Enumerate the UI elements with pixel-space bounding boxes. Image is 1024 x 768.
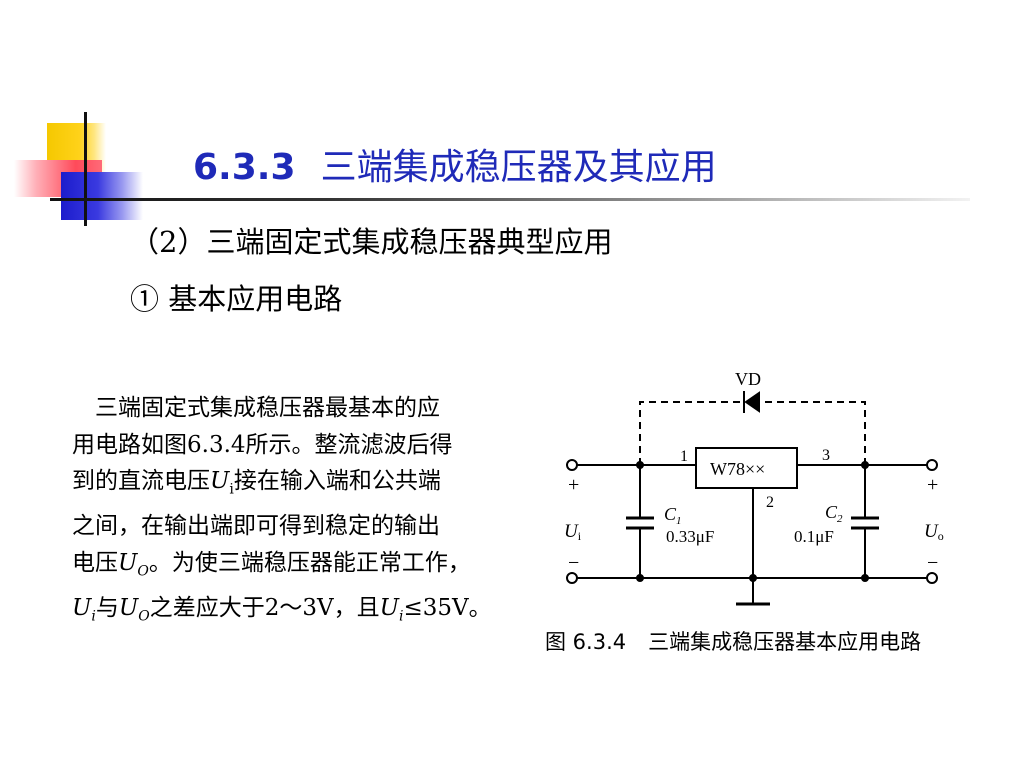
math-subscript: O: [138, 608, 150, 625]
math-symbol: U: [210, 468, 230, 494]
output-terminal-minus: [926, 572, 938, 584]
pin-1-label: 1: [680, 448, 688, 465]
junction-dot: [749, 574, 757, 582]
input-minus-label: −: [568, 552, 579, 574]
section-title: 三端集成稳压器及其应用: [320, 147, 717, 188]
body-text-fragment: 之差应大于2～3V，且: [149, 594, 380, 621]
junction-dot: [861, 574, 869, 582]
output-plus-label: +: [927, 474, 938, 496]
output-minus-label: −: [927, 552, 938, 574]
subtitle: （2）三端固定式集成稳压器典型应用: [130, 225, 613, 259]
input-plus-label: +: [568, 474, 579, 496]
subsubtitle: ① 基本应用电路: [130, 282, 343, 316]
math-symbol: U: [379, 594, 400, 621]
math-subscript: i: [91, 608, 96, 625]
decorative-vertical-line: [84, 112, 87, 226]
c2-value: 0.1μF: [794, 527, 834, 546]
diode-triangle: [744, 391, 760, 413]
body-text-fragment: ≤35V。: [403, 594, 492, 621]
body-text-fragment: 接在输入端和公共端: [233, 468, 441, 494]
regulator-circuit-diagram: VD W78×× 1 3 2 C1 0.33μF C2 0.1μF + + − …: [564, 369, 944, 606]
decorative-blue-square: [61, 172, 143, 220]
figure-number: 图 6.3.4: [545, 630, 627, 654]
output-terminal-plus: [926, 459, 938, 471]
body-line: 之间，在输出端即可得到稳定的输出: [72, 508, 562, 545]
regulator-box: [695, 447, 798, 489]
diode-path-right: [765, 401, 866, 465]
math-subscript: i: [229, 481, 234, 498]
math-symbol: U: [118, 549, 138, 576]
diode-path-left: [639, 401, 740, 465]
body-line: 三端固定式集成稳压器最基本的应: [72, 390, 562, 427]
junction-dot: [636, 574, 644, 582]
pin-2-label: 2: [766, 494, 774, 511]
page-title: 6.3.3 三端集成稳压器及其应用: [193, 146, 717, 190]
body-text-fragment: 。为使三端稳压器能正常工作，: [148, 549, 471, 576]
figure-caption: 图 6.3.4 三端集成稳压器基本应用电路: [545, 626, 921, 656]
body-text-fragment: 三端固定式集成稳压器最基本的应: [95, 395, 440, 421]
input-terminal-plus: [566, 459, 578, 471]
c1-value: 0.33μF: [666, 527, 714, 546]
body-line: 到的直流电压Ui接在输入端和公共端: [72, 463, 562, 508]
input-terminal-minus: [566, 572, 578, 584]
body-line: 电压UO。为使三端稳压器能正常工作，: [72, 545, 562, 590]
output-voltage-label: Uo: [924, 521, 944, 543]
title-underline: [50, 198, 970, 201]
body-text-fragment: 与: [95, 594, 119, 621]
regulator-label: W78××: [710, 459, 765, 479]
math-subscript: O: [137, 563, 149, 580]
body-text-fragment: 电压: [72, 549, 118, 576]
c2-name: C2: [825, 502, 843, 525]
body-text-fragment: 到的直流电压: [72, 468, 210, 494]
math-subscript: i: [399, 608, 404, 625]
input-voltage-label: Ui: [564, 521, 582, 543]
math-symbol: U: [72, 594, 92, 621]
body-line: 用电路如图6.3.4所示。整流滤波后得: [72, 427, 562, 464]
c1-name: C1: [664, 504, 682, 527]
body-text-fragment: 用电路如图6.3.4所示。整流滤波后得: [72, 431, 453, 458]
section-number: 6.3.3: [193, 147, 296, 188]
body-text-fragment: 之间，在输出端即可得到稳定的输出: [72, 513, 440, 540]
math-symbol: U: [118, 594, 139, 621]
diode-label: VD: [735, 369, 761, 389]
body-paragraph: 三端固定式集成稳压器最基本的应 用电路如图6.3.4所示。整流滤波后得 到的直流…: [72, 390, 562, 635]
figure-title: 三端集成稳压器基本应用电路: [648, 630, 922, 654]
pin-3-label: 3: [822, 447, 830, 464]
body-line: Ui与UO之差应大于2～3V，且Ui≤35V。: [72, 590, 562, 635]
